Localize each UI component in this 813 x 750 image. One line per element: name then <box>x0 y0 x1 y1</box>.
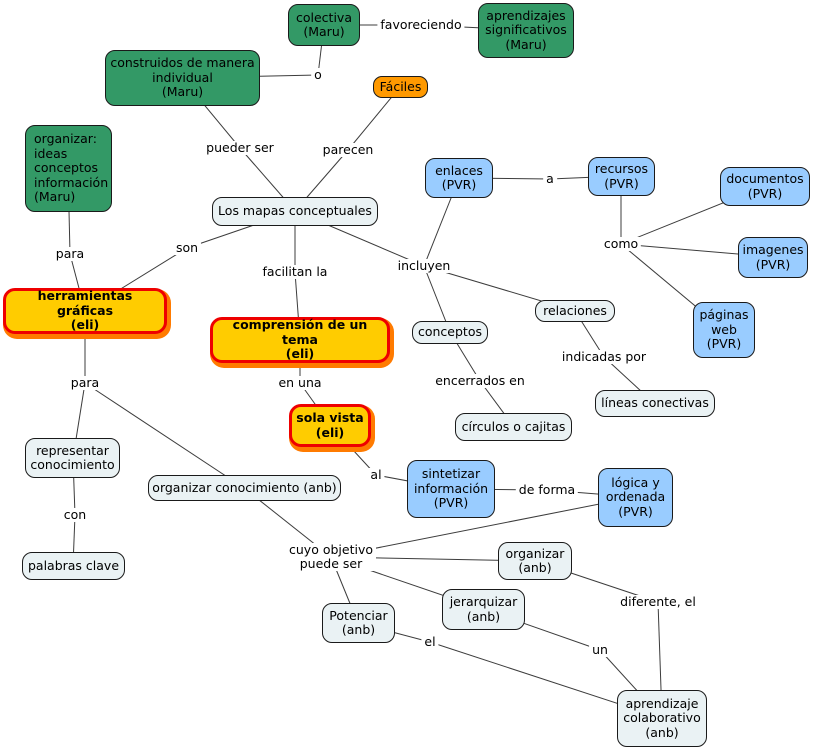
node-lineas-conectivas[interactable]: líneas conectivas <box>595 390 715 417</box>
node-enlaces[interactable]: enlaces (PVR) <box>425 158 493 198</box>
link-label-parecen[interactable]: parecen <box>319 143 377 157</box>
link-label-incluyen[interactable]: incluyen <box>394 259 454 273</box>
node-text: herramientas gráficas (eli) <box>37 288 133 333</box>
node-text: organizar conocimiento (anb) <box>152 479 337 495</box>
node-circulos-cajitas[interactable]: círculos o cajitas <box>455 413 572 441</box>
node-text: comprensión de un tema (eli) <box>232 317 368 362</box>
node-potenciar-anb[interactable]: Potenciar (anb) <box>322 603 395 643</box>
node-aprendizaje-colaborativo[interactable]: aprendizaje colaborativo (anb) <box>617 690 707 747</box>
node-text: Fáciles <box>379 78 422 94</box>
node-aprendizajes-significativos[interactable]: aprendizajes significativos (Maru) <box>478 3 574 58</box>
link-label-como[interactable]: como <box>600 237 642 251</box>
link-label-un[interactable]: un <box>589 643 611 657</box>
node-faciles[interactable]: Fáciles <box>373 76 428 98</box>
node-sintetizar-informacion[interactable]: sintetizar información (PVR) <box>407 460 495 518</box>
node-text: conceptos <box>417 324 482 340</box>
node-text: aprendizajes significativos (Maru) <box>485 7 567 52</box>
node-imagenes[interactable]: imagenes (PVR) <box>738 237 808 278</box>
node-text: círculos o cajitas <box>461 418 566 434</box>
node-organizar-conocimiento[interactable]: organizar conocimiento (anb) <box>148 475 341 501</box>
link-label-de-forma[interactable]: de forma <box>515 483 579 497</box>
link-label-el[interactable]: el <box>421 635 439 649</box>
link-label-diferente-el[interactable]: diferente, el <box>617 595 699 609</box>
node-text: líneas conectivas <box>601 395 709 411</box>
node-text: aprendizaje colaborativo (anb) <box>623 695 701 740</box>
link-label-para-1[interactable]: para <box>52 247 88 261</box>
link-label-son[interactable]: son <box>172 241 202 255</box>
node-text: jerarquizar (anb) <box>449 594 518 624</box>
node-text: sola vista (eli) <box>296 410 364 440</box>
link-label-o[interactable]: o <box>311 68 325 82</box>
node-jerarquizar-anb[interactable]: jerarquizar (anb) <box>442 589 525 630</box>
link-label-a[interactable]: a <box>543 172 557 186</box>
node-conceptos[interactable]: conceptos <box>412 321 488 344</box>
node-text: palabras clave <box>27 557 120 573</box>
link-label-cuyo-objetivo[interactable]: cuyo objetivo puede ser <box>286 543 376 571</box>
node-sola-vista[interactable]: sola vista (eli) <box>289 404 371 447</box>
node-text: imagenes (PVR) <box>742 242 804 272</box>
node-text: relaciones <box>543 302 607 318</box>
link-label-indicadas-por[interactable]: indicadas por <box>558 350 650 364</box>
link-label-en-una[interactable]: en una <box>275 376 325 390</box>
link-label-favoreciendo[interactable]: favoreciendo <box>377 18 465 32</box>
node-representar-conocimiento[interactable]: representar conocimiento <box>25 438 120 478</box>
node-text: construidos de manera individual (Maru) <box>110 55 255 100</box>
link-label-para-2[interactable]: para <box>67 376 103 390</box>
link-label-con[interactable]: con <box>60 508 90 522</box>
node-text: páginas web (PVR) <box>699 307 749 352</box>
node-text: enlaces (PVR) <box>435 162 483 192</box>
node-text: recursos (PVR) <box>594 161 649 191</box>
link-label-al[interactable]: al <box>367 468 385 482</box>
node-text: representar conocimiento <box>30 442 115 472</box>
node-documentos[interactable]: documentos (PVR) <box>720 167 810 206</box>
node-text: documentos (PVR) <box>726 171 804 201</box>
node-colectiva[interactable]: colectiva (Maru) <box>288 4 360 46</box>
node-comprension-tema[interactable]: comprensión de un tema (eli) <box>210 317 390 363</box>
link-label-encerrados-en[interactable]: encerrados en <box>432 374 528 388</box>
node-text: colectiva (Maru) <box>296 9 352 39</box>
node-text: organizar (anb) <box>505 545 565 575</box>
link-label-facilitan-la[interactable]: facilitan la <box>259 265 331 279</box>
node-logica-ordenada[interactable]: lógica y ordenada (PVR) <box>598 468 673 527</box>
node-paginas-web[interactable]: páginas web (PVR) <box>693 302 755 358</box>
node-text: organizar: ideas conceptos información (… <box>34 131 109 205</box>
node-recursos[interactable]: recursos (PVR) <box>588 157 655 196</box>
node-construidos-individual[interactable]: construidos de manera individual (Maru) <box>105 50 260 106</box>
node-text: Los mapas conceptuales <box>218 203 372 219</box>
node-text: Potenciar (anb) <box>329 607 388 637</box>
node-palabras-clave[interactable]: palabras clave <box>22 552 125 580</box>
node-text: lógica y ordenada (PVR) <box>605 474 666 519</box>
node-los-mapas-conceptuales[interactable]: Los mapas conceptuales <box>212 197 378 226</box>
node-text: sintetizar información (PVR) <box>413 466 489 511</box>
connector-line <box>84 382 245 489</box>
node-herramientas-graficas[interactable]: herramientas gráficas (eli) <box>3 288 167 334</box>
connector-line <box>330 496 636 558</box>
node-relaciones[interactable]: relaciones <box>535 300 615 322</box>
node-organizar-ideas[interactable]: organizar: ideas conceptos información (… <box>25 125 112 212</box>
node-organizar-anb[interactable]: organizar (anb) <box>498 542 572 580</box>
link-label-pueder-ser[interactable]: pueder ser <box>203 141 277 155</box>
